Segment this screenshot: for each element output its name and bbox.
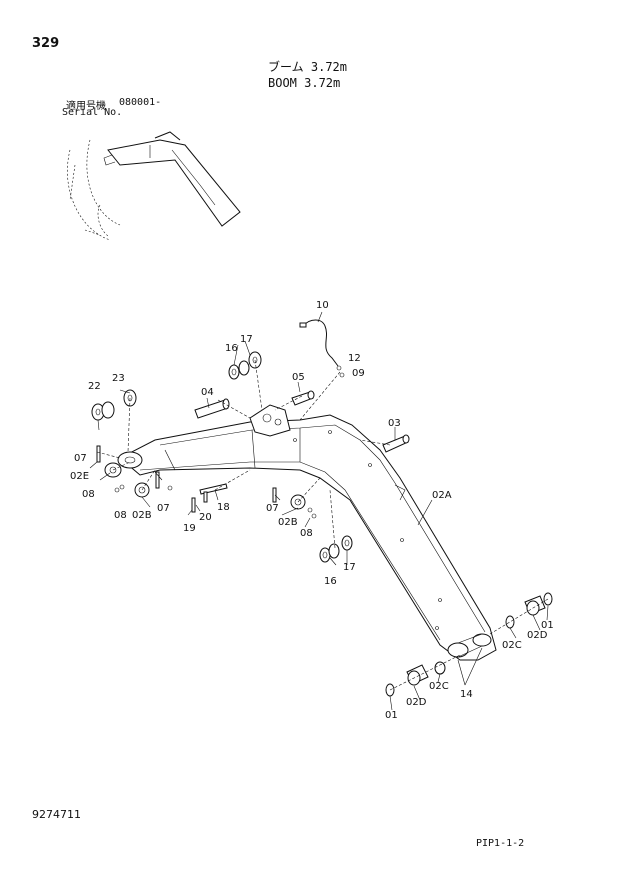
- label-17-bottom: 17: [343, 562, 356, 573]
- label-16-top: 16: [225, 343, 238, 354]
- page-number: 329: [32, 36, 60, 51]
- title-english: BOOM 3.72m: [268, 76, 341, 90]
- overview-thumbnail: [67, 131, 241, 241]
- label-07-left: 07: [74, 453, 87, 464]
- label-07-mid: 07: [157, 503, 170, 514]
- alignment-lines: [96, 359, 549, 691]
- label-09: 09: [352, 368, 365, 379]
- label-02E: 02E: [70, 471, 89, 482]
- label-02B-right: 02B: [278, 517, 298, 528]
- label-12: 12: [348, 353, 361, 364]
- label-01-right: 01: [541, 620, 554, 631]
- label-02B-left: 02B: [132, 510, 152, 521]
- label-05: 05: [292, 372, 305, 383]
- label-01-left: 01: [385, 710, 398, 721]
- label-07-right: 07: [266, 503, 279, 514]
- label-19: 19: [183, 523, 196, 534]
- pins: [194, 390, 410, 453]
- label-02A: 02A: [432, 490, 452, 501]
- label-14: 14: [460, 689, 473, 700]
- label-20: 20: [199, 512, 212, 523]
- page-code: PIP1-1-2: [476, 838, 525, 849]
- label-17-top: 17: [240, 334, 253, 345]
- label-04: 04: [201, 387, 214, 398]
- leader-lines: [89, 311, 549, 711]
- label-02C-right: 02C: [502, 640, 522, 651]
- boom-body: [117, 404, 497, 661]
- title-japanese: ブーム 3.72m: [268, 60, 347, 74]
- label-22: 22: [88, 381, 101, 392]
- label-08-right: 08: [300, 528, 313, 539]
- part-labels: 10 12 09 17 16 05 04 23 22 03 07 02E 08 …: [70, 300, 554, 721]
- label-16-bottom: 16: [324, 576, 337, 587]
- label-23: 23: [112, 373, 125, 384]
- document-number: 9274711: [32, 808, 81, 821]
- serial-label-english: Serial No.: [62, 107, 123, 118]
- label-10: 10: [316, 300, 329, 311]
- label-02D-left: 02D: [406, 697, 427, 708]
- label-03: 03: [388, 418, 401, 429]
- serial-label-japanese: 適用号機: [66, 101, 106, 112]
- label-02D-right: 02D: [527, 630, 548, 641]
- serial-code: 080001-: [119, 97, 162, 108]
- sensor-harness: [299, 319, 345, 378]
- label-08-mid: 08: [114, 510, 127, 521]
- label-02C-left: 02C: [429, 681, 449, 692]
- label-18: 18: [217, 502, 230, 513]
- label-08-left: 08: [82, 489, 95, 500]
